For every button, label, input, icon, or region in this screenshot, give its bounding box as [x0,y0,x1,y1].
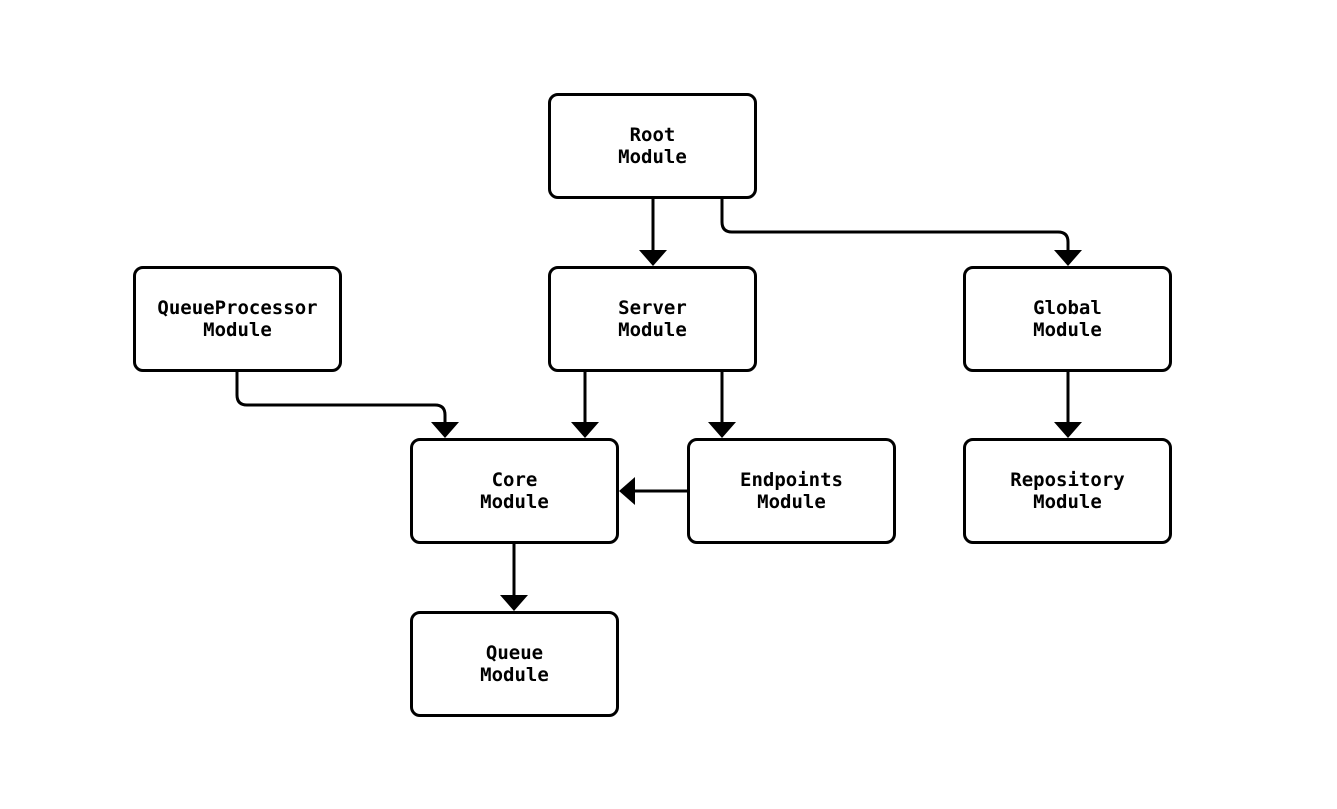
edge-core-queue [500,544,528,611]
node-core-module: Core Module [410,438,619,544]
edge-root-global [720,199,1082,266]
node-queue-module: Queue Module [410,611,619,717]
node-root-module: Root Module [548,93,757,199]
node-queue-module-label: Queue Module [480,642,549,686]
node-endpoints-module-label: Endpoints Module [740,469,843,513]
node-repository-module: Repository Module [963,438,1172,544]
node-queueprocessor-module-label: QueueProcessor Module [157,297,318,341]
node-server-module-label: Server Module [618,297,687,341]
node-global-module: Global Module [963,266,1172,372]
node-core-module-label: Core Module [480,469,549,513]
edge-endpoints-core [619,477,687,505]
edge-server-endpoints [708,372,736,438]
node-server-module: Server Module [548,266,757,372]
node-endpoints-module: Endpoints Module [687,438,896,544]
node-global-module-label: Global Module [1033,297,1102,341]
edge-root-server [639,199,667,266]
node-root-module-label: Root Module [618,124,687,168]
node-repository-module-label: Repository Module [1010,469,1125,513]
edge-server-core [571,372,599,438]
node-queueprocessor-module: QueueProcessor Module [133,266,342,372]
edge-global-repository [1054,372,1082,438]
edge-queueprocessor-core [235,372,459,438]
